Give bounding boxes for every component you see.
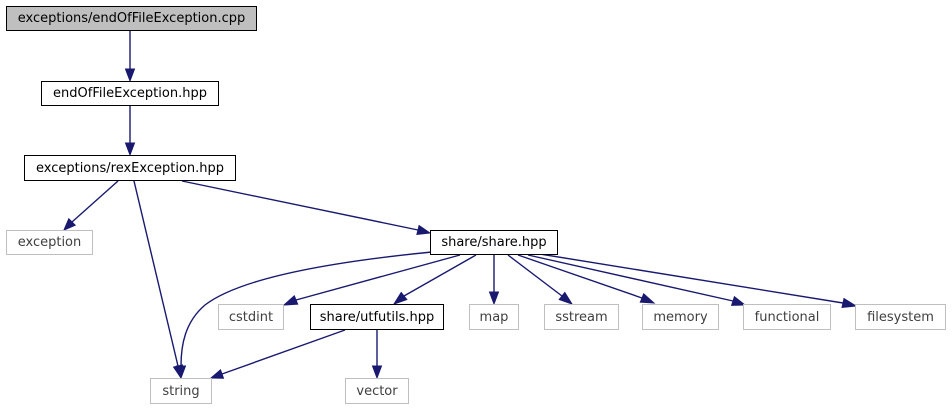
edge-share-to-memory xyxy=(517,254,656,304)
edge-rex-to-string xyxy=(133,180,183,380)
edge-arrowhead xyxy=(841,297,858,308)
edge-line xyxy=(221,329,346,375)
edge-arrowhead xyxy=(392,291,408,305)
node-vector: vector xyxy=(345,378,409,404)
node-endoffileexception-hpp[interactable]: endOfFileException.hpp xyxy=(41,81,219,106)
edge-arrowhead xyxy=(558,291,574,305)
edge-arrowhead xyxy=(124,68,136,83)
node-share-hpp[interactable]: share/share.hpp xyxy=(430,230,558,255)
edge-line xyxy=(527,254,734,302)
node-functional: functional xyxy=(743,304,831,330)
edge-line xyxy=(295,254,461,301)
node-root-file: exceptions/endOfFileException.cpp xyxy=(6,6,257,31)
node-utfutils-hpp[interactable]: share/utfutils.hpp xyxy=(310,304,444,330)
edge-share-to-filesystem xyxy=(539,253,858,308)
node-string: string xyxy=(150,378,212,404)
edge-arrowhead xyxy=(639,292,656,304)
node-exception: exception xyxy=(6,230,93,255)
node-filesystem: filesystem xyxy=(855,304,946,330)
edge-endoffile-to-rexexception xyxy=(124,106,136,157)
edge-rex-to-exception xyxy=(63,180,119,231)
edge-share-to-sstream xyxy=(507,254,574,305)
node-sstream: sstream xyxy=(544,304,619,330)
edge-share-to-functional xyxy=(527,254,747,306)
edge-arrowhead xyxy=(371,365,383,380)
edge-utfutils-to-string xyxy=(209,329,346,379)
edge-share-to-cstdint xyxy=(282,254,461,306)
edge-arrowhead xyxy=(282,294,299,306)
edge-share-to-string xyxy=(175,251,433,380)
edge-line xyxy=(71,180,119,223)
node-memory: memory xyxy=(642,304,719,330)
edge-rex-to-share xyxy=(181,180,432,235)
node-cstdint: cstdint xyxy=(218,304,284,330)
edge-arrowhead xyxy=(730,295,747,306)
edge-line xyxy=(507,254,563,297)
edge-arrowhead xyxy=(416,224,432,235)
edge-arrowhead xyxy=(124,142,136,157)
edge-arrowhead xyxy=(488,291,500,306)
edge-root-to-endoffile xyxy=(124,31,136,83)
node-map: map xyxy=(469,304,519,330)
edge-arrowhead xyxy=(209,368,225,379)
edge-line xyxy=(403,254,477,297)
edge-line xyxy=(181,180,419,231)
edge-line xyxy=(539,253,844,304)
edge-share-to-map xyxy=(488,255,500,306)
edge-line xyxy=(517,254,643,299)
edge-line xyxy=(180,251,433,367)
edge-line xyxy=(133,180,179,367)
edge-arrowhead xyxy=(175,365,187,380)
edge-share-to-utfutils xyxy=(392,254,477,305)
edge-utfutils-to-vector xyxy=(371,330,383,380)
node-rexexception-hpp[interactable]: exceptions/rexException.hpp xyxy=(24,155,236,181)
edge-arrowhead xyxy=(63,217,77,231)
